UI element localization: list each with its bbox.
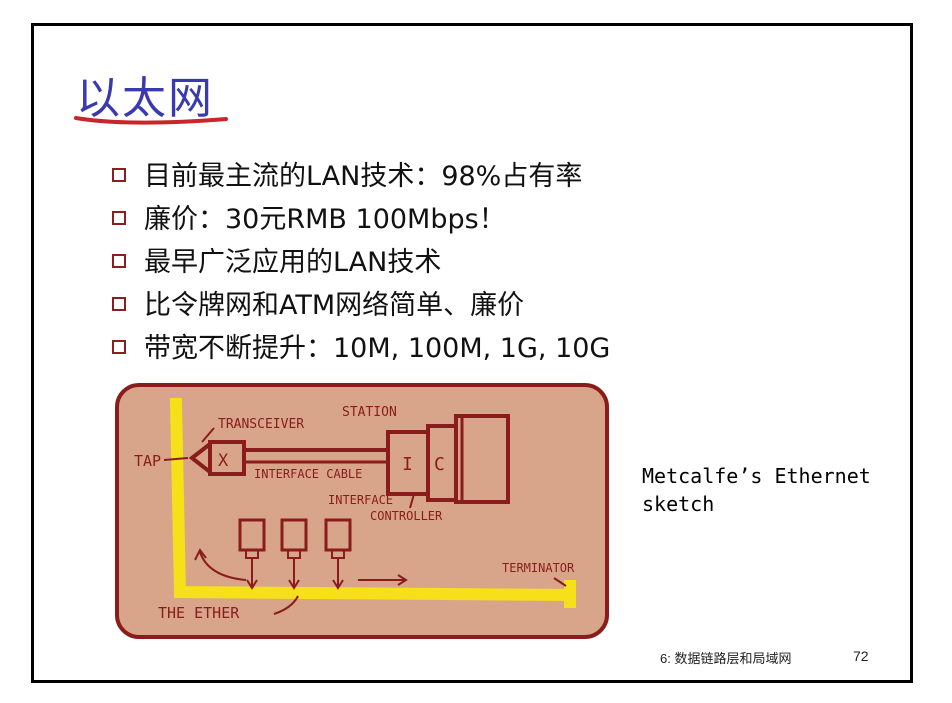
bullet-text: 带宽不断提升：10M, 100M, 1G, 10G [144, 333, 611, 364]
tap-arrow [163, 457, 189, 461]
bullet-text: 最早广泛应用的LAN技术 [144, 247, 442, 278]
left-propagation-arrowhead [194, 548, 207, 561]
mini-station [324, 518, 352, 590]
title-underline [74, 116, 228, 125]
terminator-arrow [553, 577, 567, 587]
interface-controller-arrow [409, 493, 415, 509]
bullet-list: 目前最主流的LAN技术：98%占有率 廉价：30元RMB 100Mbps！ 最早… [112, 152, 610, 367]
interface-controller-label-2: CONTROLLER [370, 509, 443, 523]
slide-footer: 6: 数据链路层和局域网 [660, 651, 792, 666]
controller-c-label: C [434, 454, 445, 475]
transceiver-box [208, 440, 246, 476]
interface-i-label: I [402, 454, 413, 475]
square-bullet-icon [112, 210, 126, 225]
mini-station [280, 518, 308, 590]
page-number: 72 [853, 648, 869, 664]
right-propagation-arrowhead [397, 574, 408, 586]
square-bullet-icon [112, 339, 126, 354]
bullet-item: 比令牌网和ATM网络简单、廉价 [112, 281, 610, 324]
ether-cable [169, 397, 576, 602]
sketch-background [115, 383, 609, 639]
mini-station [238, 518, 266, 590]
bullet-text: 比令牌网和ATM网络简单、廉价 [144, 290, 525, 321]
tap-label: TAP [134, 452, 161, 470]
station-label: STATION [342, 405, 397, 420]
slide-title: 以太网 [76, 73, 214, 124]
square-bullet-icon [112, 167, 126, 182]
square-bullet-icon [112, 253, 126, 268]
bullet-item: 带宽不断提升：10M, 100M, 1G, 10G [112, 324, 610, 367]
interface-cable-label: INTERFACE CABLE [254, 467, 362, 481]
terminator-label: TERMINATOR [502, 561, 575, 575]
terminator-block [564, 580, 576, 608]
interface-controller-label-1: INTERFACE [328, 493, 393, 507]
bullet-item: 最早广泛应用的LAN技术 [112, 238, 610, 281]
square-bullet-icon [112, 296, 126, 311]
station-computer [454, 414, 510, 504]
the-ether-arrow [273, 595, 299, 615]
bullet-text: 目前最主流的LAN技术：98%占有率 [144, 161, 583, 192]
sketch-caption: Metcalfe’s Ethernet sketch [642, 464, 871, 516]
the-ether-label: THE ETHER [158, 604, 240, 622]
ethernet-sketch: X I C STATION TRANSCEIVER TAP INTERFACE … [115, 383, 609, 639]
transceiver-x-label: X [218, 451, 229, 471]
transceiver-arrow [201, 427, 215, 443]
bullet-item: 目前最主流的LAN技术：98%占有率 [112, 152, 610, 195]
left-propagation-arrow [199, 551, 247, 581]
transceiver-label: TRANSCEIVER [218, 417, 304, 432]
bullet-text: 廉价：30元RMB 100Mbps！ [144, 204, 506, 235]
bullet-item: 廉价：30元RMB 100Mbps！ [112, 195, 610, 238]
